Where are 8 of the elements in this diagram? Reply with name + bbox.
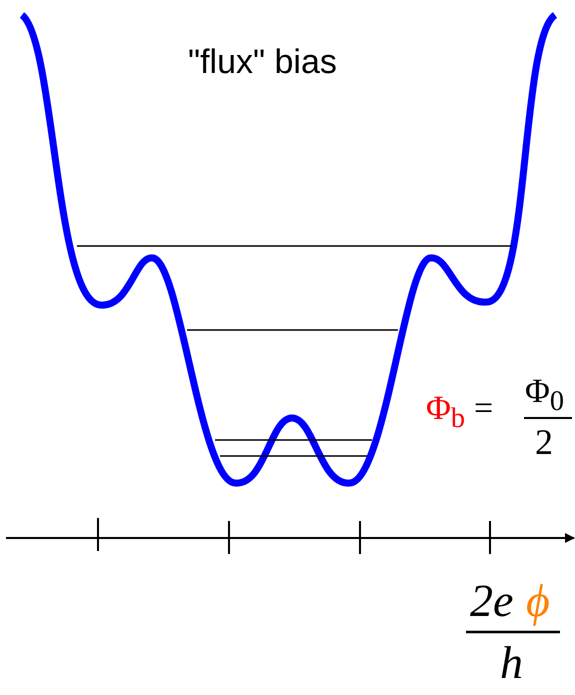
numerator-text: Φ$_{0}$ [525, 375, 564, 416]
flux-symbol: Φ$_{b}$ [426, 392, 466, 434]
denominator-text: 2 [535, 424, 553, 460]
denominator-text: h [500, 640, 523, 686]
diagram-title: "flux" bias [188, 45, 337, 79]
equals-sign: = [474, 392, 494, 426]
phase-symbol: ϕ [526, 578, 550, 624]
numerator-text: 2e [470, 578, 514, 624]
